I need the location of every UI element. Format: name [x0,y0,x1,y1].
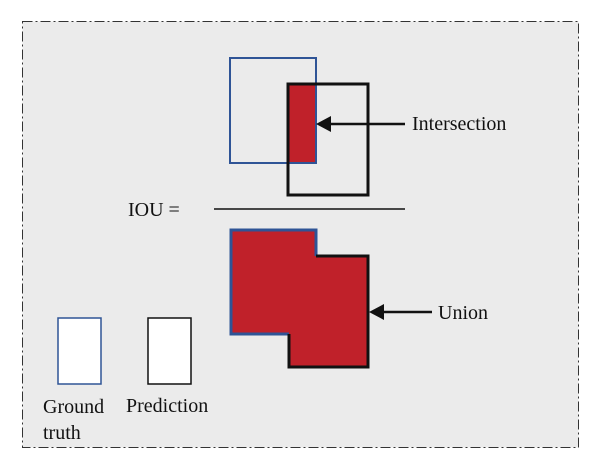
union-arrow [369,304,432,320]
intersection-arrow [316,116,405,132]
prediction-box-top [286,82,370,197]
prediction-label: Prediction [126,395,209,417]
union-prediction-edge [287,254,370,369]
intersection-label: Intersection [412,113,507,135]
iou-label: IOU = [128,199,180,221]
ground-truth-box-top [229,57,317,164]
union-ground-truth-edge [229,228,318,336]
intersection-fill [288,84,316,164]
prediction-legend-box [147,317,192,385]
ground-truth-legend-box [57,317,102,385]
ground-truth-label: Ground truth [43,396,105,444]
union-label: Union [438,302,488,324]
